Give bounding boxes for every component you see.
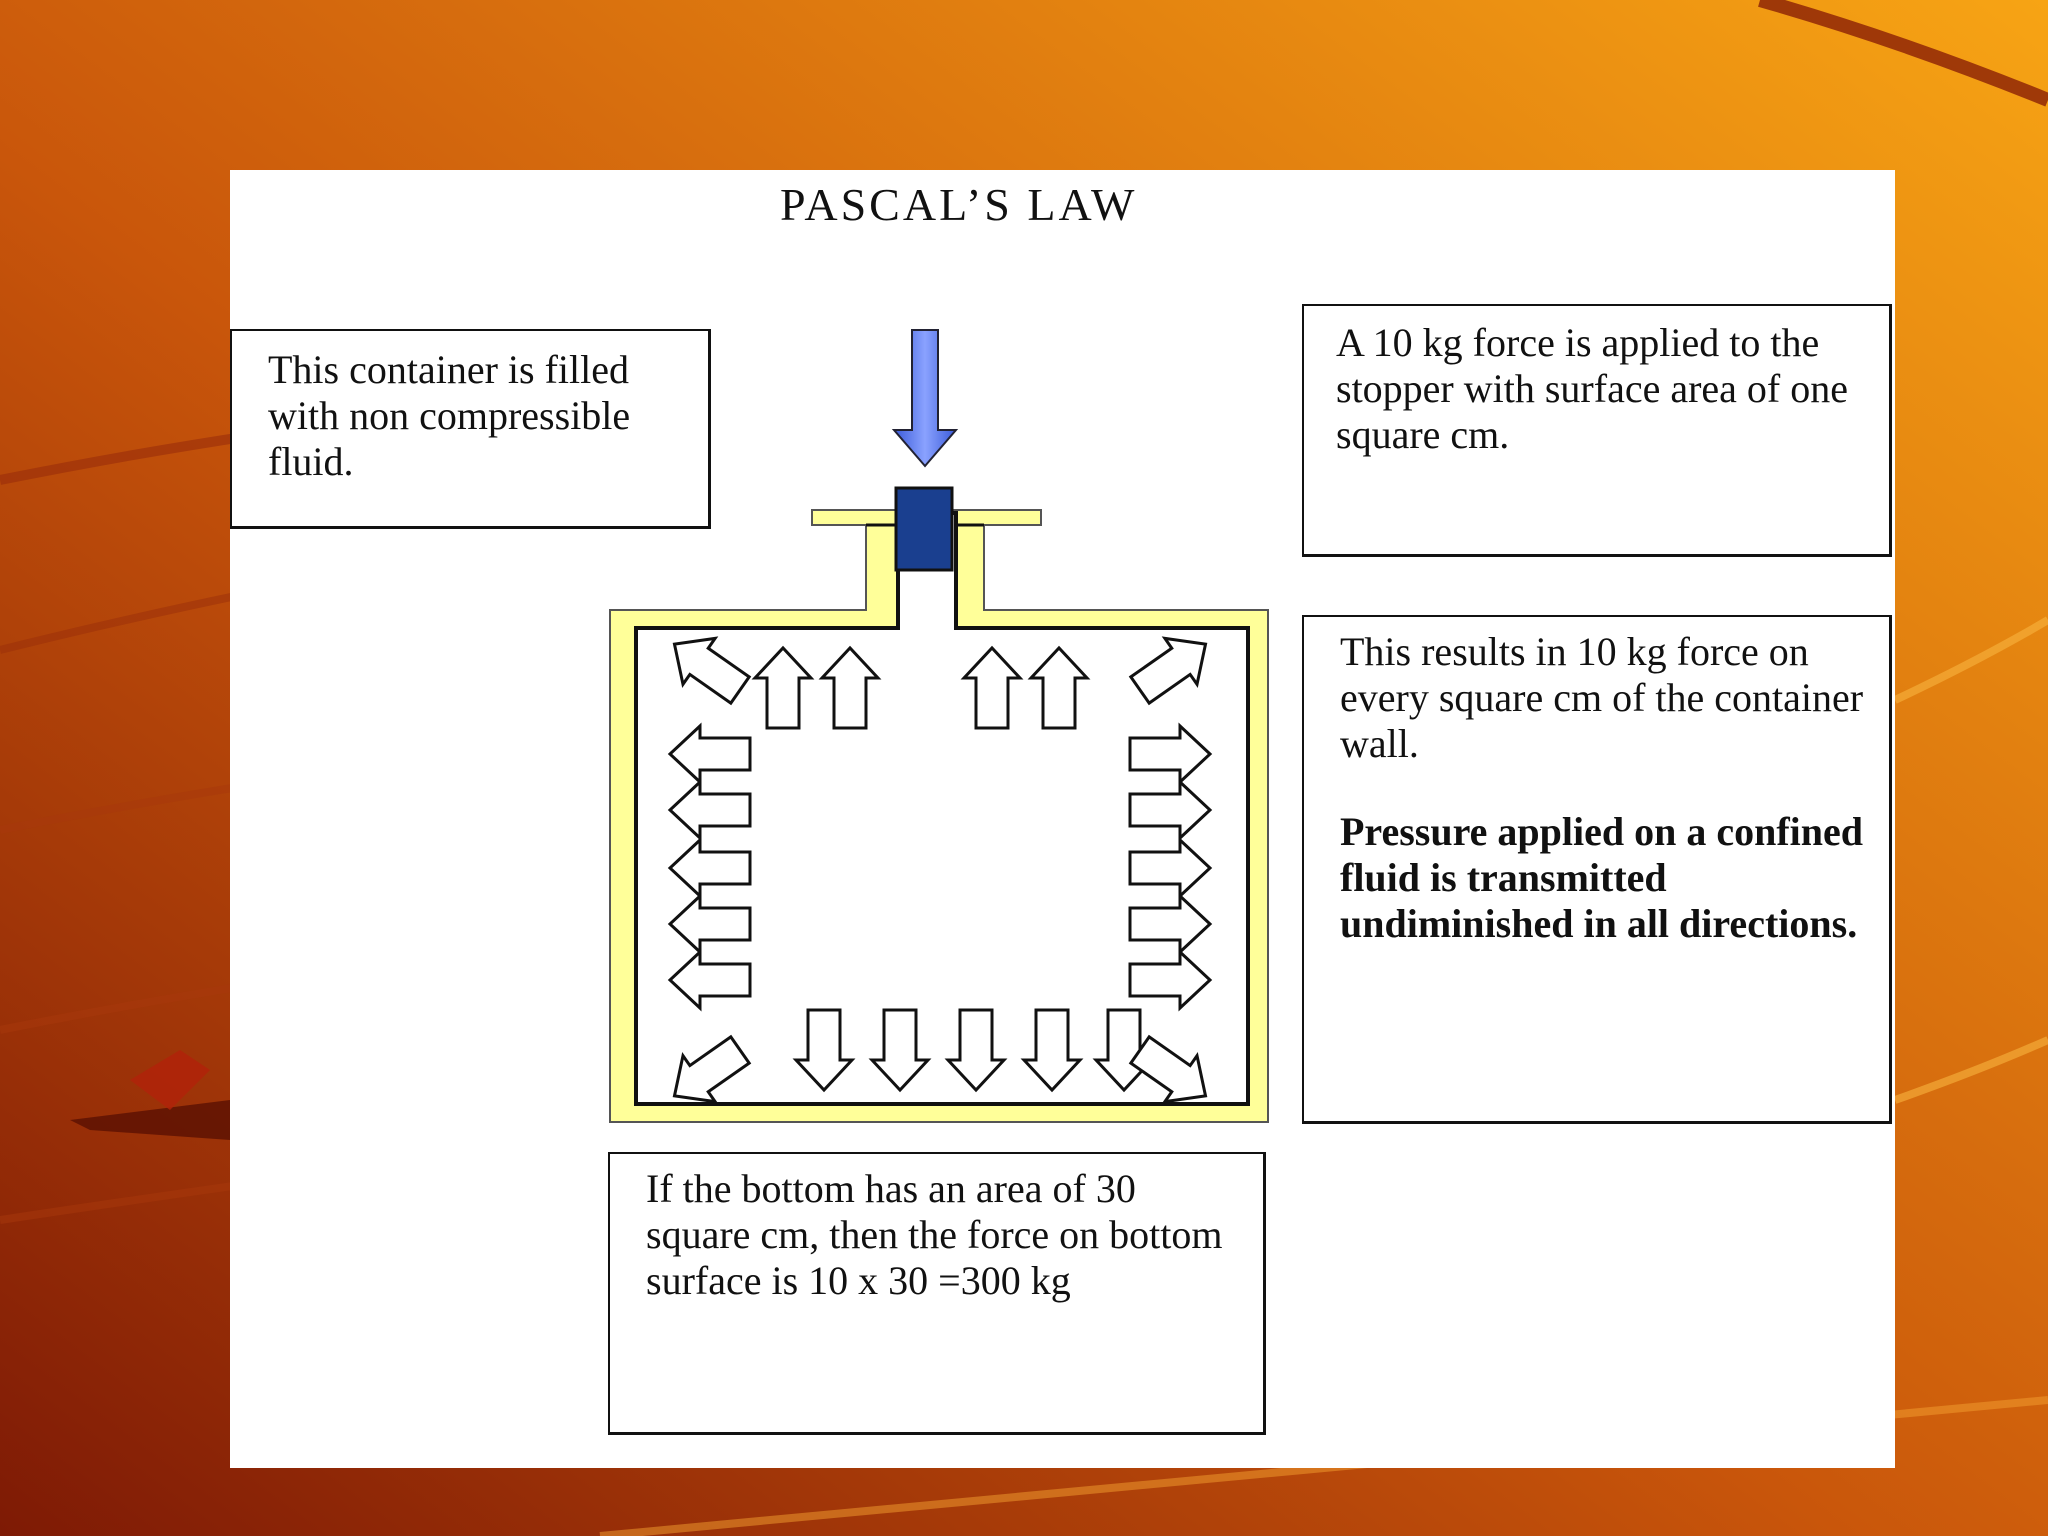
- pascal-law-statement: Pressure applied on a confined fluid is …: [1340, 809, 1864, 946]
- container-diagram: [609, 329, 1269, 1123]
- page-title: PASCAL’S LAW: [780, 179, 1138, 230]
- stopper: [894, 486, 954, 572]
- applied-force-text: A 10 kg force is applied to the stopper …: [1336, 320, 1848, 457]
- force-arrow-icon: [891, 329, 959, 468]
- container-fluid-text: This container is filled with non compre…: [268, 347, 631, 484]
- result-text: This results in 10 kg force on every squ…: [1340, 629, 1864, 766]
- applied-force-note: A 10 kg force is applied to the stopper …: [1302, 304, 1892, 557]
- bottom-force-note: If the bottom has an area of 30 square c…: [608, 1152, 1266, 1435]
- result-note: This results in 10 kg force on every squ…: [1302, 615, 1892, 1124]
- bottom-force-text: If the bottom has an area of 30 square c…: [646, 1166, 1223, 1303]
- container-fluid-note: This container is filled with non compre…: [230, 329, 711, 529]
